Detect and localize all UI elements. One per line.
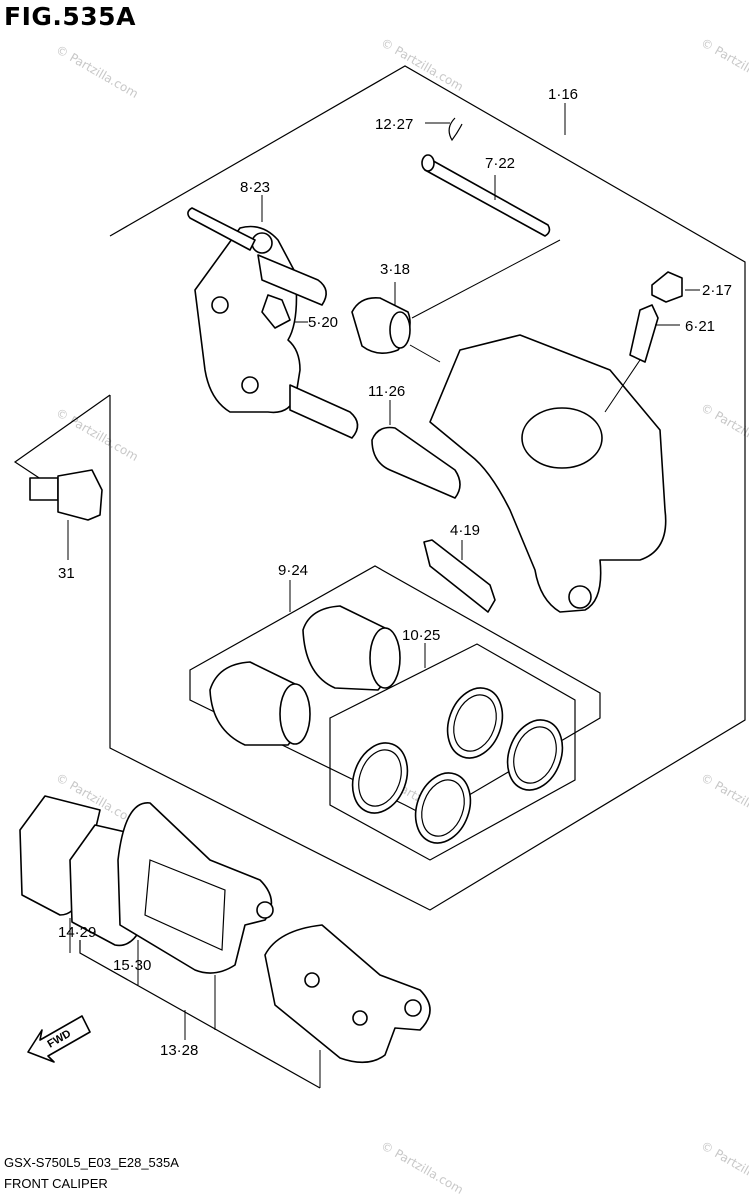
- watermark: © Partzilla.com: [699, 770, 749, 828]
- watermark: © Partzilla.com: [54, 42, 141, 100]
- callout-5-20: 5·20: [308, 314, 338, 331]
- callout-4-19: 4·19: [450, 522, 480, 539]
- callout-1-16: 1·16: [548, 86, 578, 103]
- watermark: © Partzilla.com: [379, 35, 466, 93]
- brake-pad-front: [117, 802, 274, 974]
- piston-lower: [209, 661, 311, 746]
- callout-labels: 1·16 12·27 7·22 8·23 3·18 2·17 5·20 6·21…: [58, 86, 732, 1059]
- callout-2-17: 2·17: [702, 282, 732, 299]
- forward-arrow-icon: FWD: [27, 1015, 91, 1063]
- callout-15-30: 15·30: [113, 957, 151, 974]
- model-code: GSX-S750L5_E03_E28_535A: [4, 1155, 179, 1170]
- piston-upper: [302, 605, 401, 691]
- watermark: © Partzilla.com: [379, 1138, 466, 1196]
- figure-name: FRONT CALIPER: [4, 1176, 108, 1191]
- callout-9-24: 9·24: [278, 562, 308, 579]
- mounting-bolt: [29, 469, 103, 560]
- pin-boot-lower: [371, 400, 461, 499]
- callout-14-29: 14·29: [58, 924, 96, 941]
- bleeder-valve: [604, 304, 680, 413]
- bleeder-cap: [651, 271, 700, 303]
- callout-6-21: 6·21: [685, 318, 715, 335]
- callout-7-22: 7·22: [485, 155, 515, 172]
- callout-12-27: 12·27: [375, 116, 413, 133]
- callout-11-26: 11·26: [368, 383, 405, 400]
- callout-31: 31: [58, 565, 75, 582]
- callout-10-25: 10·25: [402, 627, 440, 644]
- caliper-body: [409, 239, 667, 613]
- pin-clip: [425, 117, 463, 142]
- watermark: © Partzilla.com: [699, 1138, 749, 1196]
- caliper-bracket: [187, 195, 359, 439]
- watermark: © Partzilla.com: [54, 405, 141, 463]
- figure-title: FIG.535A: [4, 2, 136, 31]
- pad-group-outline: [69, 918, 321, 1089]
- pin-boot-upper: [351, 282, 411, 354]
- callout-3-18: 3·18: [380, 261, 410, 278]
- pad-pin: [421, 154, 551, 237]
- brake-pad-rear: [264, 924, 431, 1064]
- pad-spring: [261, 294, 308, 329]
- watermark: © Partzilla.com: [699, 35, 749, 93]
- callout-8-23: 8·23: [240, 179, 270, 196]
- callout-13-28: 13·28: [160, 1042, 198, 1059]
- piston-seals: [351, 687, 564, 844]
- watermark: © Partzilla.com: [699, 400, 749, 458]
- pad-retainer: [423, 539, 496, 613]
